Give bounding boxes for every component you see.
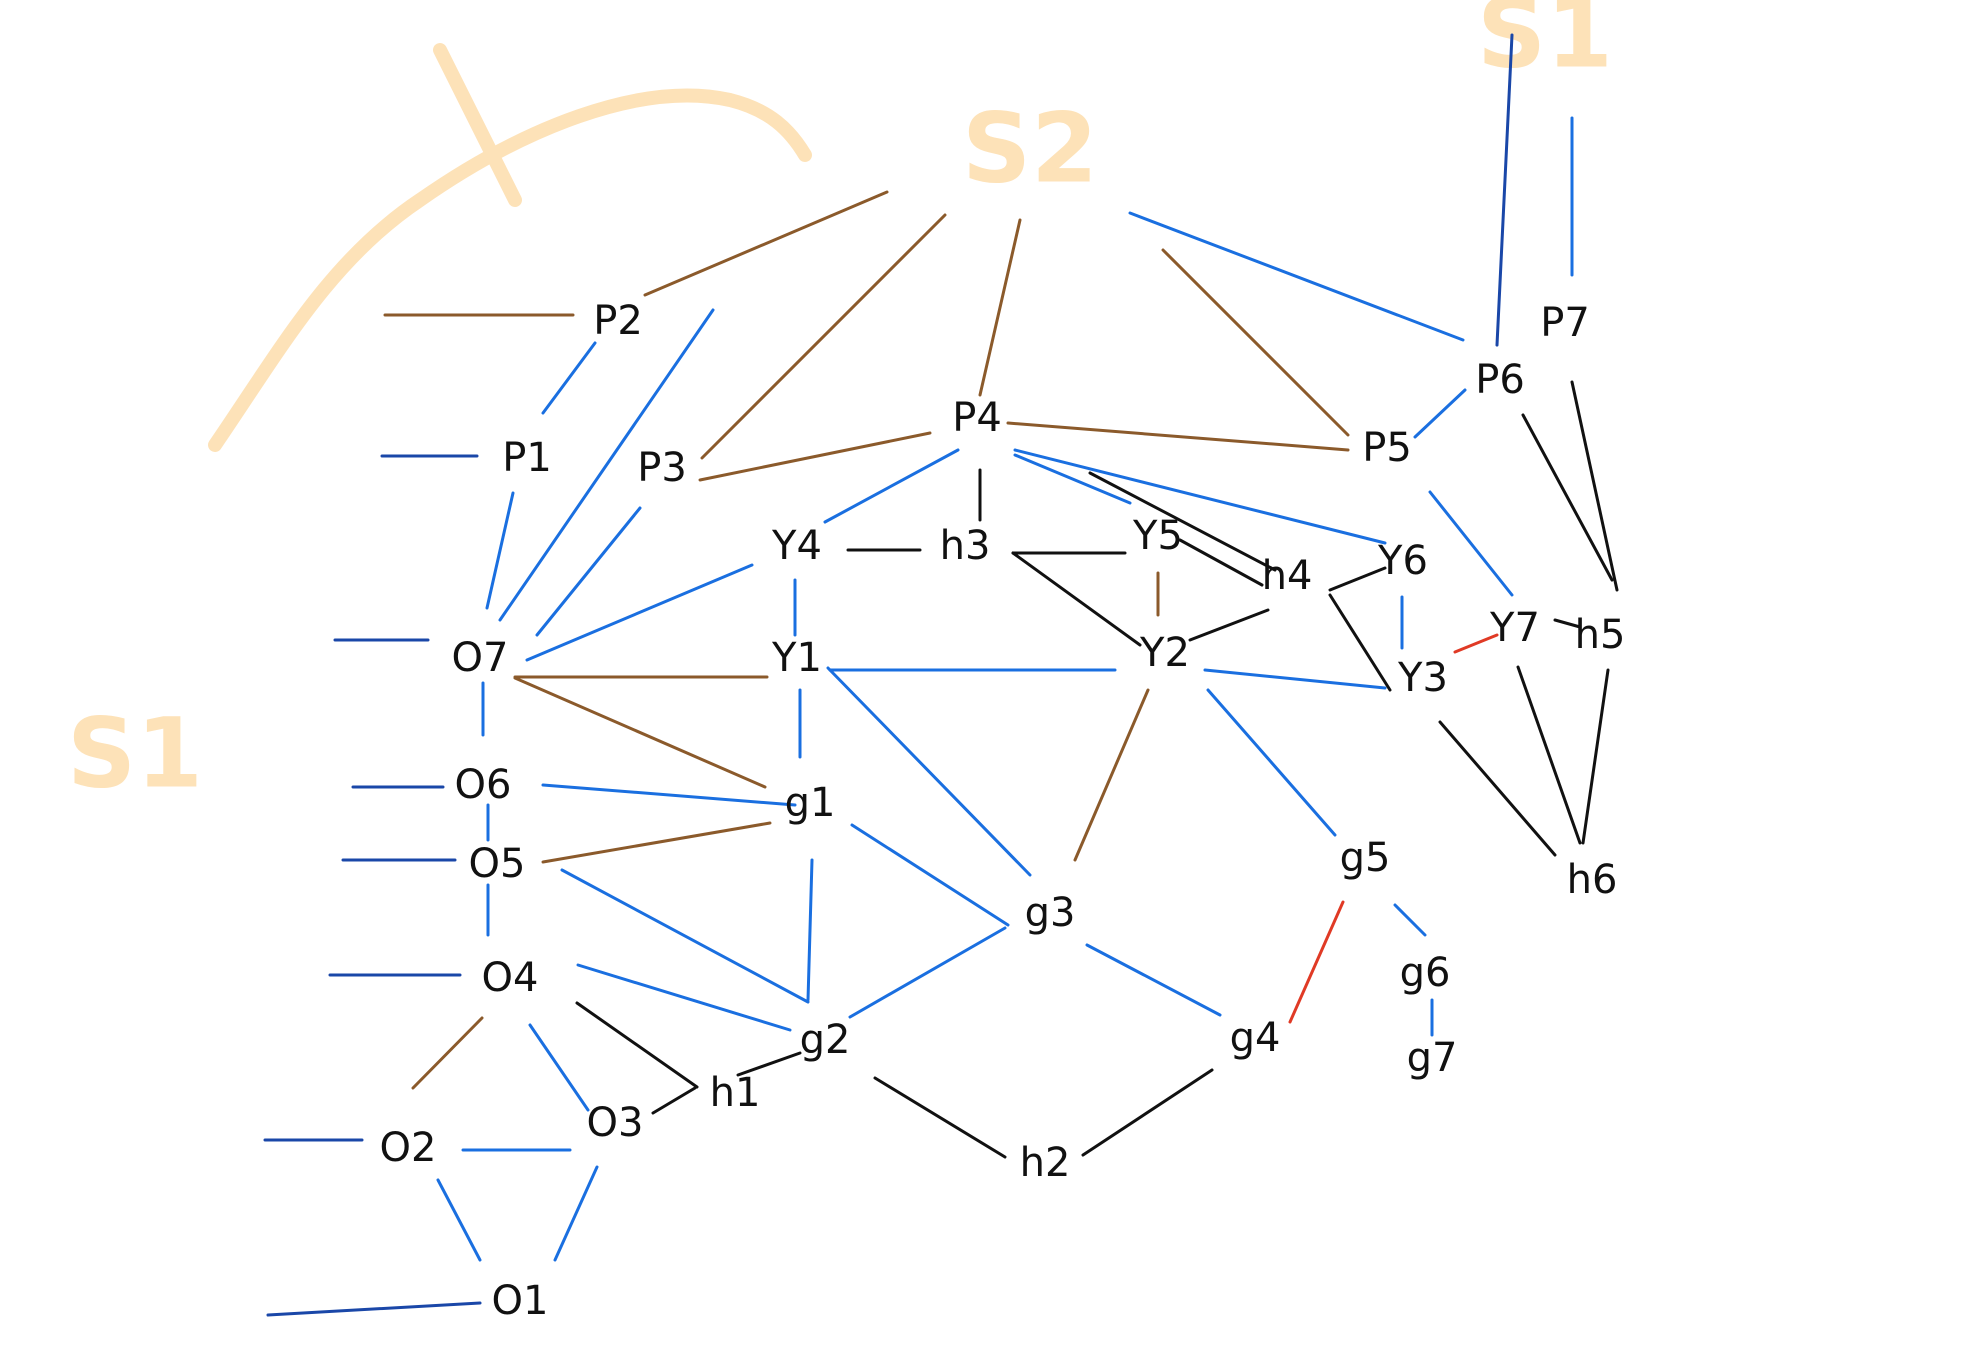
edge-g3-g4 bbox=[1085, 943, 1222, 1017]
edge-p4-s2 bbox=[978, 218, 1022, 397]
edge-g4-g5 bbox=[1288, 900, 1345, 1024]
edge-o1-o3 bbox=[553, 1165, 599, 1262]
node-o6: O6 bbox=[455, 762, 512, 808]
edge-y2-y3 bbox=[1203, 668, 1387, 690]
label-s2: S2 bbox=[962, 92, 1098, 204]
edge-p3-s2 bbox=[700, 213, 947, 460]
edge-o3-o4 bbox=[528, 1023, 590, 1112]
edge-h4-y6 bbox=[1328, 566, 1387, 592]
node-g2: g2 bbox=[800, 1017, 851, 1063]
edge-p6-h5 bbox=[1521, 413, 1614, 582]
node-g1: g1 bbox=[785, 780, 836, 826]
node-h4: h4 bbox=[1262, 553, 1313, 599]
edge-y2-g3 bbox=[1073, 688, 1150, 862]
node-g5: g5 bbox=[1340, 835, 1391, 881]
edge-p2-s2 bbox=[643, 190, 889, 297]
edge-h5-h6 bbox=[1581, 668, 1610, 845]
edge-h4-y3 bbox=[1328, 593, 1392, 692]
edge-o5-g2 bbox=[560, 868, 810, 1004]
node-h5: h5 bbox=[1575, 612, 1626, 658]
node-p3: P3 bbox=[637, 445, 687, 491]
highlight-arc-stroke bbox=[208, 88, 812, 452]
edge-p4-h4 bbox=[1088, 471, 1277, 572]
edge-o5-g1 bbox=[541, 821, 772, 864]
label-s1-left: S1 bbox=[67, 697, 203, 809]
edge-h1-g2 bbox=[736, 1051, 802, 1077]
edge-y3-h6 bbox=[1438, 720, 1557, 857]
node-g4: g4 bbox=[1230, 1015, 1281, 1061]
node-y4: Y4 bbox=[771, 523, 822, 569]
edge-g1-g3 bbox=[850, 823, 1010, 927]
edge-p4-y4 bbox=[823, 448, 960, 524]
edge-p6-s1 bbox=[1495, 33, 1514, 347]
edge-p5-y7 bbox=[1428, 490, 1514, 597]
node-y5: Y5 bbox=[1132, 513, 1183, 559]
edge-o4-g2 bbox=[576, 963, 792, 1032]
edge-o4-h1 bbox=[575, 1001, 699, 1089]
node-o7: O7 bbox=[452, 635, 509, 681]
edge-p4-y5 bbox=[1013, 453, 1132, 505]
edge-h3-y2 bbox=[1011, 551, 1142, 647]
edge-y1-g3 bbox=[826, 666, 1032, 877]
node-g6: g6 bbox=[1400, 950, 1451, 996]
highlight-strokes bbox=[208, 43, 812, 452]
node-g3: g3 bbox=[1025, 890, 1076, 936]
edge-p5-s2 bbox=[1161, 248, 1350, 437]
node-p6: P6 bbox=[1475, 357, 1525, 403]
node-h6: h6 bbox=[1567, 857, 1618, 903]
edge-y7-h6 bbox=[1516, 665, 1582, 845]
node-y6: Y6 bbox=[1377, 538, 1428, 584]
node-p5: P5 bbox=[1362, 425, 1412, 471]
edge-o6-g1 bbox=[541, 783, 797, 807]
edge-o7-p3 bbox=[535, 506, 642, 637]
node-o4: O4 bbox=[482, 955, 539, 1001]
edge-p4-y6 bbox=[1013, 448, 1387, 545]
node-h1: h1 bbox=[710, 1070, 761, 1116]
edge-y7-h5 bbox=[1553, 618, 1582, 629]
edge-g2-h2 bbox=[873, 1076, 1007, 1159]
node-o2: O2 bbox=[380, 1125, 437, 1171]
node-o5: O5 bbox=[469, 841, 526, 887]
node-p1: P1 bbox=[502, 435, 552, 481]
label-s1-top: S1 bbox=[1477, 0, 1613, 89]
node-g7: g7 bbox=[1407, 1035, 1458, 1081]
edge-p4-p5 bbox=[1006, 421, 1350, 452]
highlight-cross-stroke bbox=[433, 43, 522, 207]
edge-o7-p1 bbox=[485, 491, 515, 610]
edge-g1-g2 bbox=[806, 858, 814, 1002]
edge-o7-y4 bbox=[525, 563, 754, 662]
edge-o7-g1 bbox=[513, 676, 767, 789]
edge-p3-p4 bbox=[698, 431, 932, 482]
edge-h2-g4 bbox=[1081, 1068, 1214, 1157]
node-y7: Y7 bbox=[1489, 605, 1540, 651]
edge-o7-p2 bbox=[498, 308, 715, 622]
edge-g5-g6 bbox=[1393, 903, 1427, 937]
node-h3: h3 bbox=[940, 523, 991, 569]
node-y2: Y2 bbox=[1139, 630, 1190, 676]
node-o3: O3 bbox=[587, 1100, 644, 1146]
edge-y2-h4 bbox=[1188, 608, 1270, 642]
edge-g3-g2 bbox=[848, 926, 1007, 1019]
node-y1: Y1 bbox=[771, 635, 822, 681]
edge-y3-y7 bbox=[1453, 633, 1499, 654]
node-p7: P7 bbox=[1540, 300, 1590, 346]
edge-p1-p2 bbox=[541, 341, 597, 415]
edges bbox=[263, 33, 1619, 1317]
edge-y2-g5 bbox=[1206, 688, 1337, 837]
edge-p7-h5 bbox=[1570, 380, 1619, 592]
edge-o2-o4 bbox=[411, 1016, 484, 1090]
edge-y5-h4 bbox=[1178, 538, 1264, 587]
edge-o1-o2 bbox=[436, 1178, 482, 1262]
edge-o3-h1 bbox=[651, 1086, 697, 1115]
node-y3: Y3 bbox=[1397, 655, 1448, 701]
edge-p5-p6 bbox=[1413, 388, 1467, 439]
edge-p6-s2 bbox=[1128, 211, 1465, 342]
node-o1: O1 bbox=[492, 1278, 549, 1324]
edge-stub-o1 bbox=[266, 1301, 482, 1317]
node-h2: h2 bbox=[1020, 1140, 1071, 1186]
node-p2: P2 bbox=[593, 298, 643, 344]
node-p4: P4 bbox=[952, 395, 1002, 441]
node-labels: P1 P2 P3 P4 P5 P6 P7 O1 O2 O3 O4 O5 O6 O… bbox=[380, 298, 1626, 1324]
